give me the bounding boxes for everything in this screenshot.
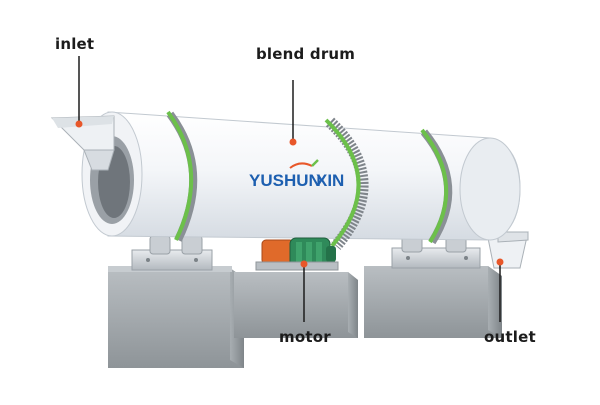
inlet-chute	[50, 115, 115, 171]
brand-logo: YUSHUN XIN	[249, 159, 344, 190]
motor-label: motor	[279, 328, 331, 346]
concrete-base-middle	[234, 272, 358, 338]
inlet-marker-dot	[75, 120, 83, 128]
drum-body	[107, 111, 521, 241]
outlet-label: outlet	[484, 328, 536, 346]
blend-drum-marker-dot	[289, 138, 297, 146]
girth-gear	[324, 117, 369, 250]
roller-support-right	[391, 235, 481, 269]
motor-marker-dot	[300, 260, 308, 268]
inlet-label: inlet	[55, 35, 95, 53]
concrete-base-left	[108, 266, 244, 368]
tire-ring-right	[420, 128, 453, 245]
concrete-base-right	[364, 266, 502, 338]
outlet-marker-dot	[496, 258, 504, 266]
roller-support-left	[131, 235, 213, 271]
outlet-hopper	[487, 231, 529, 269]
blend-drum-label: blend drum	[256, 45, 356, 63]
tire-ring-left	[166, 110, 198, 242]
brand-name-secondary: XIN	[316, 171, 344, 190]
motor-unit	[255, 237, 339, 271]
brand-name-primary: YUSHUN	[249, 171, 321, 190]
